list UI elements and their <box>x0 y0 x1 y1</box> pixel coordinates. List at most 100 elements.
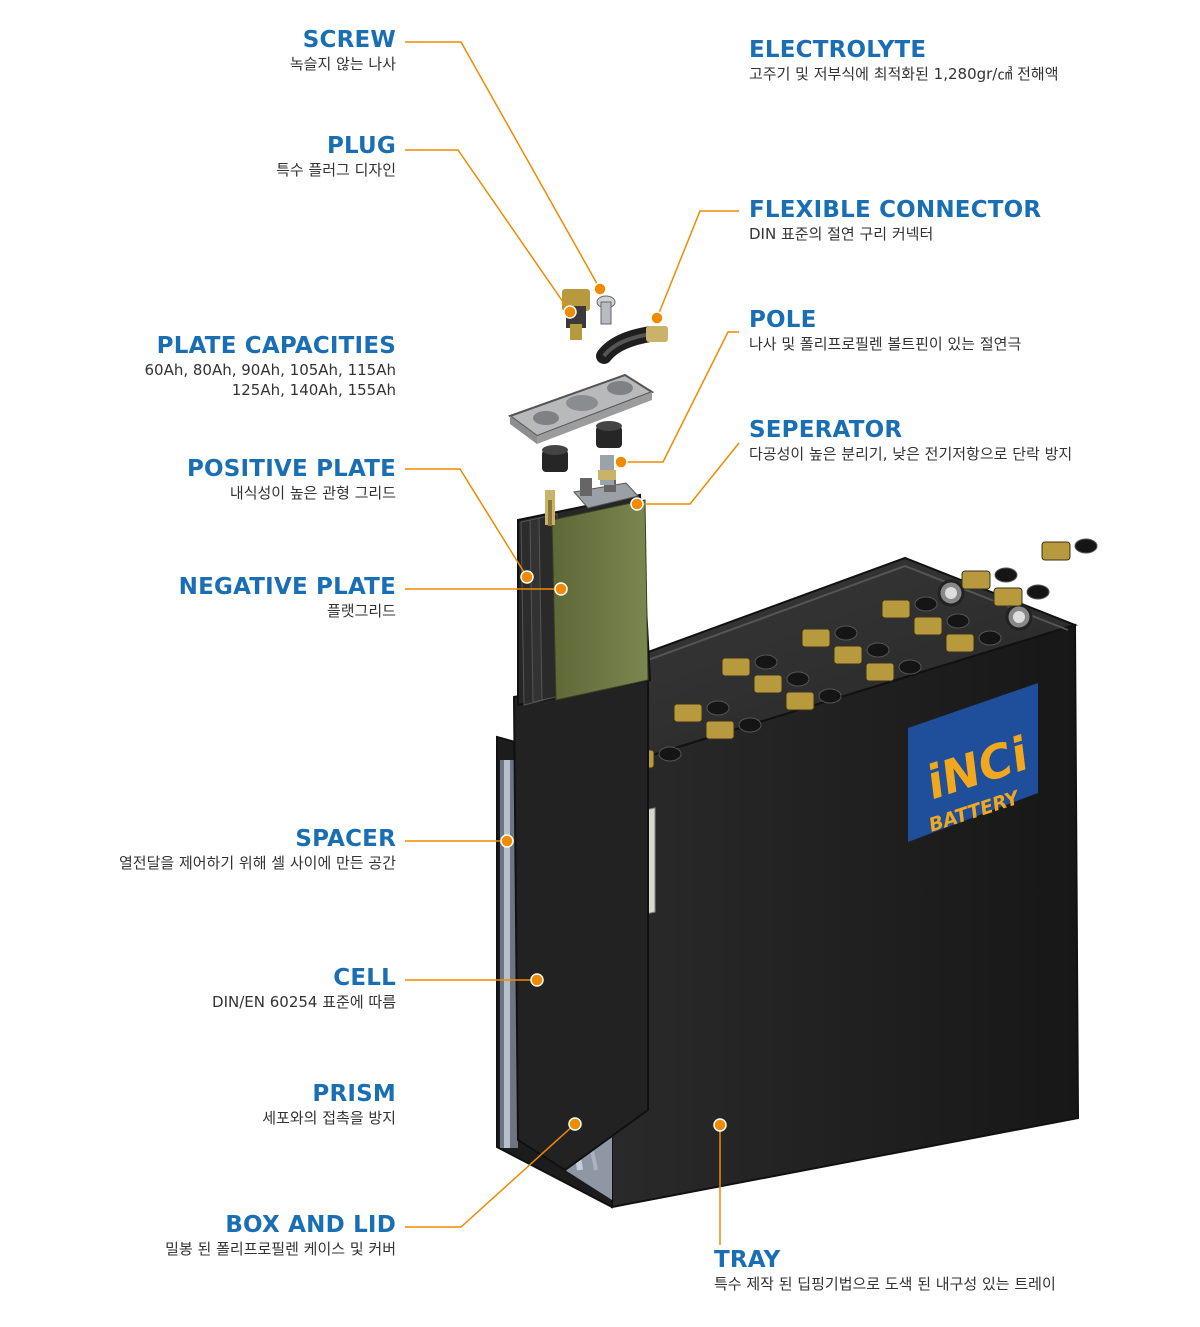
label-plate-capacities: PLATE CAPACITIES 60Ah, 80Ah, 90Ah, 105Ah… <box>0 332 396 400</box>
cell-cap-icon <box>946 613 970 629</box>
label-plug-title: PLUG <box>326 133 396 159</box>
leader-dot-positive-plate <box>520 570 534 584</box>
leader-line-positive-plate <box>405 468 528 578</box>
cell-cap-icon <box>818 688 842 704</box>
leader-dot-flexible-connector <box>650 311 664 325</box>
label-prism: PRISM 세포와의 접촉을 방지 <box>0 1080 396 1128</box>
terminal-icon <box>961 570 991 590</box>
cell-cap-icon <box>786 671 810 687</box>
terminal-icon <box>945 633 975 653</box>
leader-line-plug <box>405 149 571 313</box>
inci-battery-logo: iNCi BATTERY <box>908 683 1038 842</box>
terminal-icon <box>673 703 703 723</box>
leader-dot-cell <box>530 973 544 987</box>
label-pole: POLE 나사 및 폴리프로필렌 볼트핀이 있는 절연극 <box>749 306 1169 354</box>
cell-lid <box>507 373 655 444</box>
terminal-icon <box>865 662 895 682</box>
exploded-parts <box>507 289 668 485</box>
separator-sheet <box>551 499 649 701</box>
leader-lines <box>405 41 740 1245</box>
label-plug-desc: 특수 플러그 디자인 <box>276 161 396 179</box>
label-plate-capacities-title: PLATE CAPACITIES <box>156 333 396 359</box>
label-flexible-connector-desc: DIN 표준의 절연 구리 커넥터 <box>749 225 934 243</box>
label-spacer: SPACER 열전달을 제어하기 위해 셀 사이에 만든 공간 <box>0 825 396 873</box>
label-flexible-connector-title: FLEXIBLE CONNECTOR <box>749 197 1042 223</box>
label-plate-capacities-line2: 125Ah, 140Ah, 155Ah <box>231 381 396 399</box>
leader-line-flexible-connector <box>656 210 739 319</box>
terminal-icon <box>993 587 1023 607</box>
leader-dot-seperator <box>630 497 644 511</box>
label-electrolyte-title: ELECTROLYTE <box>749 37 927 63</box>
cell-cutaway <box>500 474 652 1200</box>
label-cell-title: CELL <box>333 965 396 991</box>
label-screw-desc: 녹슬지 않는 나사 <box>289 55 396 73</box>
pole-bolt <box>598 455 616 485</box>
label-cell-desc: DIN/EN 60254 표준에 따름 <box>212 993 396 1011</box>
terminal-icon <box>753 674 783 694</box>
label-tray: TRAY 특수 제작 된 딥핑기법으로 도색 된 내구성 있는 트레이 <box>714 1246 1134 1294</box>
leader-dot-pole <box>614 455 628 469</box>
label-tray-title: TRAY <box>714 1247 781 1273</box>
label-box-and-lid-desc: 밀봉 된 폴리프로필렌 케이스 및 커버 <box>165 1240 396 1258</box>
label-seperator-desc: 다공성이 높은 분리기, 낮은 전기저항으로 단락 방지 <box>749 445 1073 463</box>
leader-dot-plug <box>563 305 577 319</box>
label-positive-plate-title: POSITIVE PLATE <box>186 456 396 482</box>
label-electrolyte-desc: 고주기 및 저부식에 최적화된 1,280gr/㎤ 전해액 <box>749 65 1059 83</box>
terminal-icon <box>913 616 943 636</box>
cell-cap-icon <box>1074 538 1098 554</box>
label-plug: PLUG 특수 플러그 디자인 <box>0 132 396 180</box>
label-screw-title: SCREW <box>302 27 396 53</box>
cell-cap-icon <box>754 654 778 670</box>
cell-cap-icon <box>706 700 730 716</box>
label-screw: SCREW 녹슬지 않는 나사 <box>0 26 396 74</box>
terminal-icon <box>721 657 751 677</box>
label-positive-plate-desc: 내식성이 높은 관형 그리드 <box>229 484 396 502</box>
cell-cap-icon <box>658 746 682 762</box>
terminal-icon <box>785 691 815 711</box>
leader-line-pole <box>621 331 739 463</box>
pole-cap <box>542 421 622 472</box>
cell-cap-icon <box>866 642 890 658</box>
label-box-and-lid-title: BOX AND LID <box>225 1212 396 1238</box>
terminal-icon <box>1041 541 1071 561</box>
label-positive-plate: POSITIVE PLATE 내식성이 높은 관형 그리드 <box>0 455 396 503</box>
leader-dot-tray <box>713 1118 727 1132</box>
label-box-and-lid: BOX AND LID 밀봉 된 폴리프로필렌 케이스 및 커버 <box>0 1211 396 1259</box>
label-pole-desc: 나사 및 폴리프로필렌 볼트핀이 있는 절연극 <box>749 335 1022 353</box>
leader-line-seperator <box>637 442 740 505</box>
cell-cap-icon <box>898 659 922 675</box>
label-spacer-title: SPACER <box>295 826 396 852</box>
label-prism-title: PRISM <box>312 1081 396 1107</box>
cell-cap-icon <box>914 596 938 612</box>
label-negative-plate-title: NEGATIVE PLATE <box>178 574 396 600</box>
flexible-connector <box>596 326 668 364</box>
label-negative-plate-desc: 플랫그리드 <box>326 602 396 620</box>
cell-cap-icon <box>738 717 762 733</box>
leader-dot-spacer <box>500 834 514 848</box>
cell-cap-icon <box>994 567 1018 583</box>
label-prism-desc: 세포와의 접촉을 방지 <box>262 1109 396 1127</box>
leader-line-screw <box>405 41 601 290</box>
label-negative-plate: NEGATIVE PLATE 플랫그리드 <box>0 573 396 621</box>
label-seperator-title: SEPERATOR <box>749 417 903 443</box>
terminal-icon <box>881 599 911 619</box>
label-cell: CELL DIN/EN 60254 표준에 따름 <box>0 964 396 1012</box>
cell-cap-icon <box>1026 584 1050 600</box>
label-tray-desc: 특수 제작 된 딥핑기법으로 도색 된 내구성 있는 트레이 <box>714 1275 1056 1293</box>
screw <box>596 295 616 325</box>
cell-cap-icon <box>978 630 1002 646</box>
leader-dot-screw <box>593 282 607 296</box>
label-seperator: SEPERATOR 다공성이 높은 분리기, 낮은 전기저항으로 단락 방지 <box>749 416 1169 464</box>
label-pole-title: POLE <box>749 307 817 333</box>
terminal-icon <box>833 645 863 665</box>
label-plate-capacities-line1: 60Ah, 80Ah, 90Ah, 105Ah, 115Ah <box>144 361 396 379</box>
label-electrolyte: ELECTROLYTE 고주기 및 저부식에 최적화된 1,280gr/㎤ 전해… <box>749 36 1169 84</box>
label-flexible-connector: FLEXIBLE CONNECTOR DIN 표준의 절연 구리 커넥터 <box>749 196 1169 244</box>
leader-line-box-and-lid <box>405 1123 576 1228</box>
cell-cap-icon <box>834 625 858 641</box>
terminal-icon <box>801 628 831 648</box>
terminal-icon <box>705 720 735 740</box>
label-spacer-desc: 열전달을 제어하기 위해 셀 사이에 만든 공간 <box>118 854 396 872</box>
